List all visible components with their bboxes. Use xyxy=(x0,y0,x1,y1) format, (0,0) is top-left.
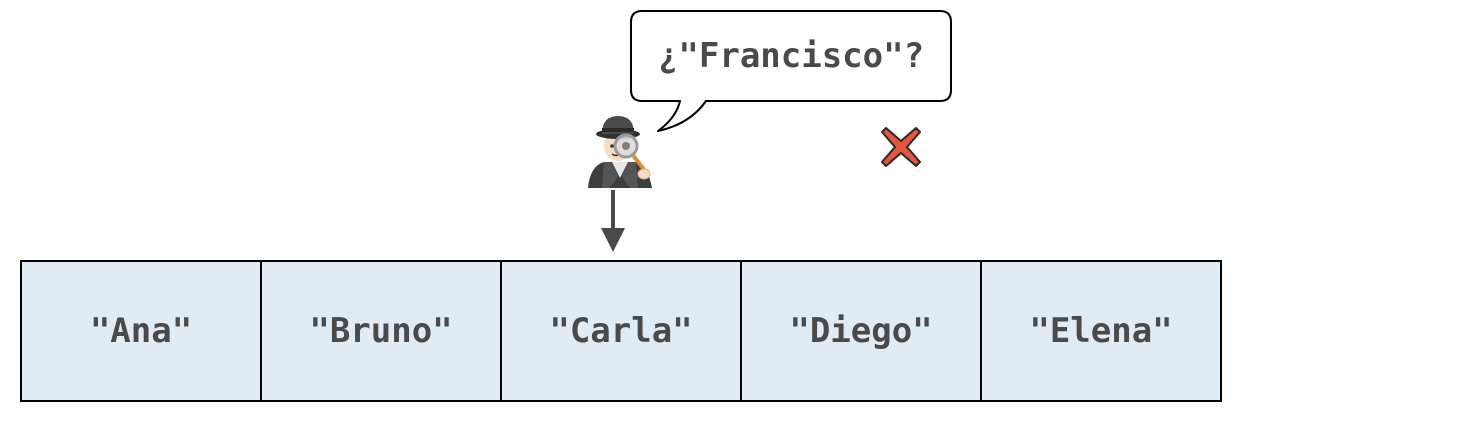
array-cell: "Elena" xyxy=(1029,311,1173,351)
detective-icon xyxy=(588,116,652,188)
array-cell: "Ana" xyxy=(22,262,262,400)
array-cell: "Carla" xyxy=(502,262,742,400)
arrow-down-icon xyxy=(601,190,625,252)
cross-mark-icon xyxy=(881,127,921,167)
name-array: "Ana" "Bruno" "Carla" "Diego" "Elena" xyxy=(20,260,1222,402)
array-cell: "Diego" xyxy=(742,262,982,400)
speech-bubble-text: ¿"Francisco"? xyxy=(657,36,925,76)
array-cell: "Bruno" xyxy=(262,262,502,400)
